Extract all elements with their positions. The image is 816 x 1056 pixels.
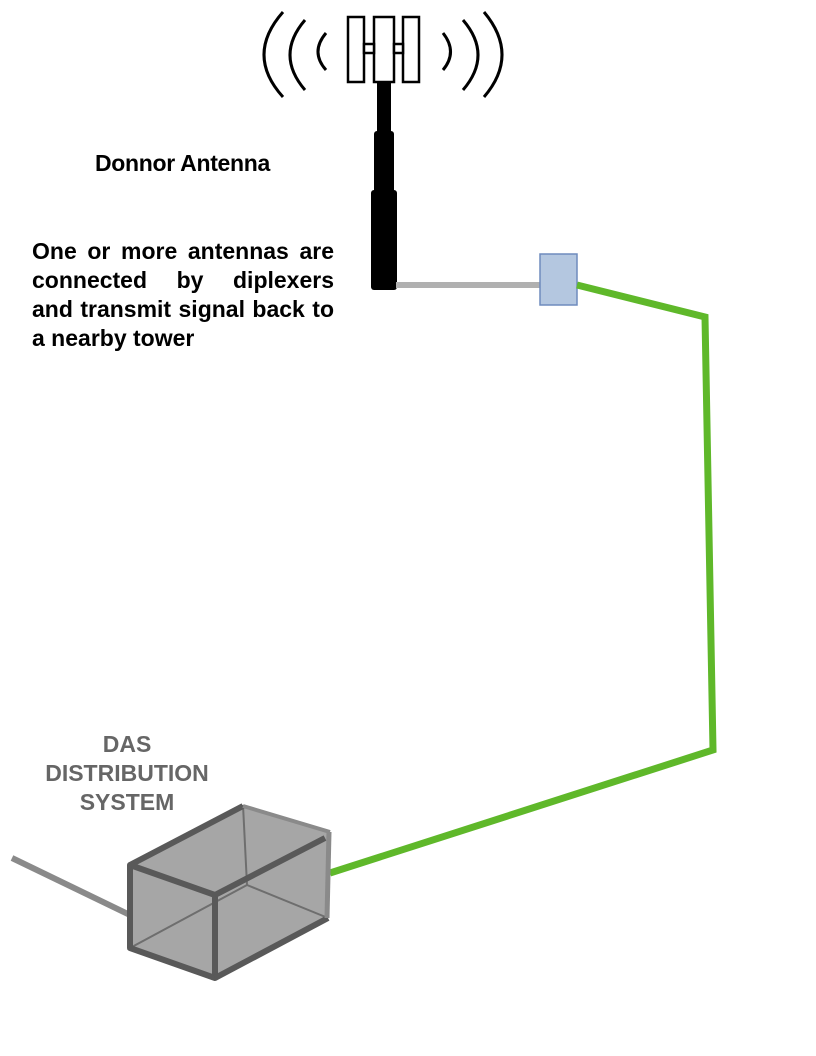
- das-input-cable: [10, 855, 132, 918]
- das-label: DAS DISTRIBUTION SYSTEM: [22, 730, 232, 817]
- das-box-icon: [127, 803, 332, 981]
- fiber-cable: [328, 281, 717, 877]
- antenna-panel-icon: [346, 15, 421, 84]
- donor-antenna-description: One or more antennas are connected by di…: [32, 238, 334, 351]
- donor-antenna-title: Donnor Antenna: [94, 150, 271, 176]
- signal-waves-icon: [262, 11, 504, 99]
- das-label-line: SYSTEM: [79, 789, 175, 815]
- diplexer-box: [539, 253, 578, 306]
- das-label-line: DAS: [102, 731, 152, 757]
- das-label-line: DISTRIBUTION: [45, 760, 209, 786]
- antenna-mast: [371, 82, 397, 290]
